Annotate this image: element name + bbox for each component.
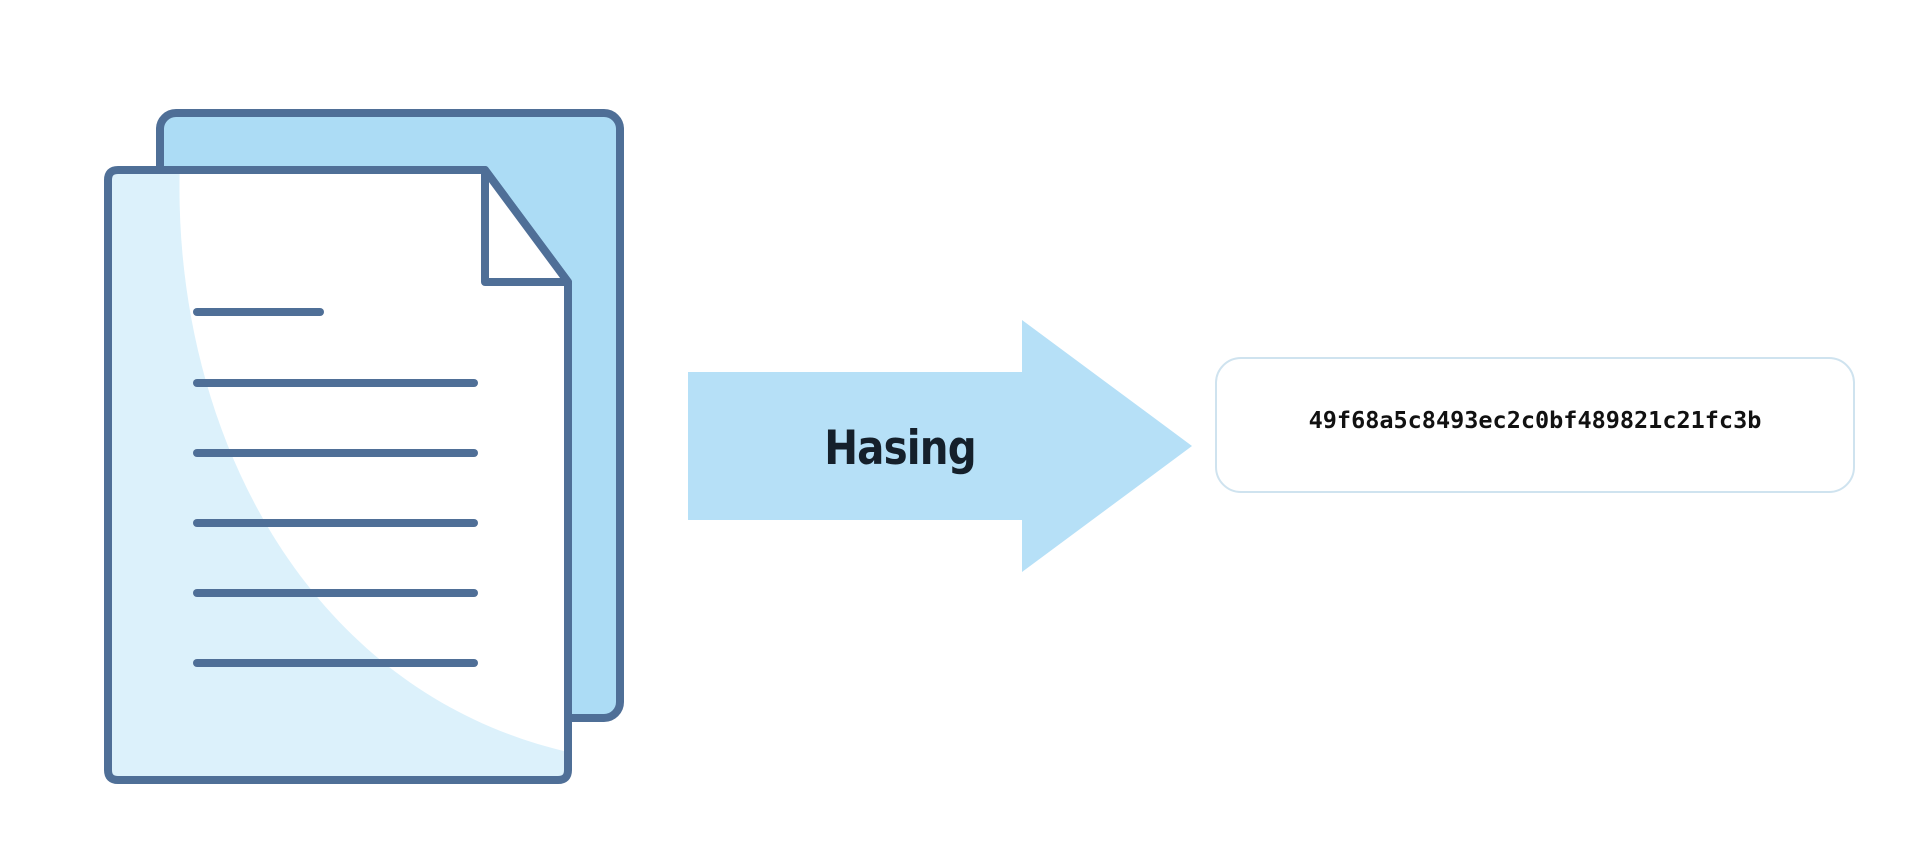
hash-value: 49f68a5c8493ec2c0bf489821c21fc3b — [1308, 406, 1762, 434]
hash-output-box: 49f68a5c8493ec2c0bf489821c21fc3b — [1215, 357, 1855, 493]
process-label: Hasing — [824, 420, 976, 476]
page-fold — [481, 166, 572, 286]
right-arrow-icon — [688, 320, 1192, 572]
page-text-lines — [193, 308, 478, 667]
front-page-outline — [104, 166, 572, 784]
